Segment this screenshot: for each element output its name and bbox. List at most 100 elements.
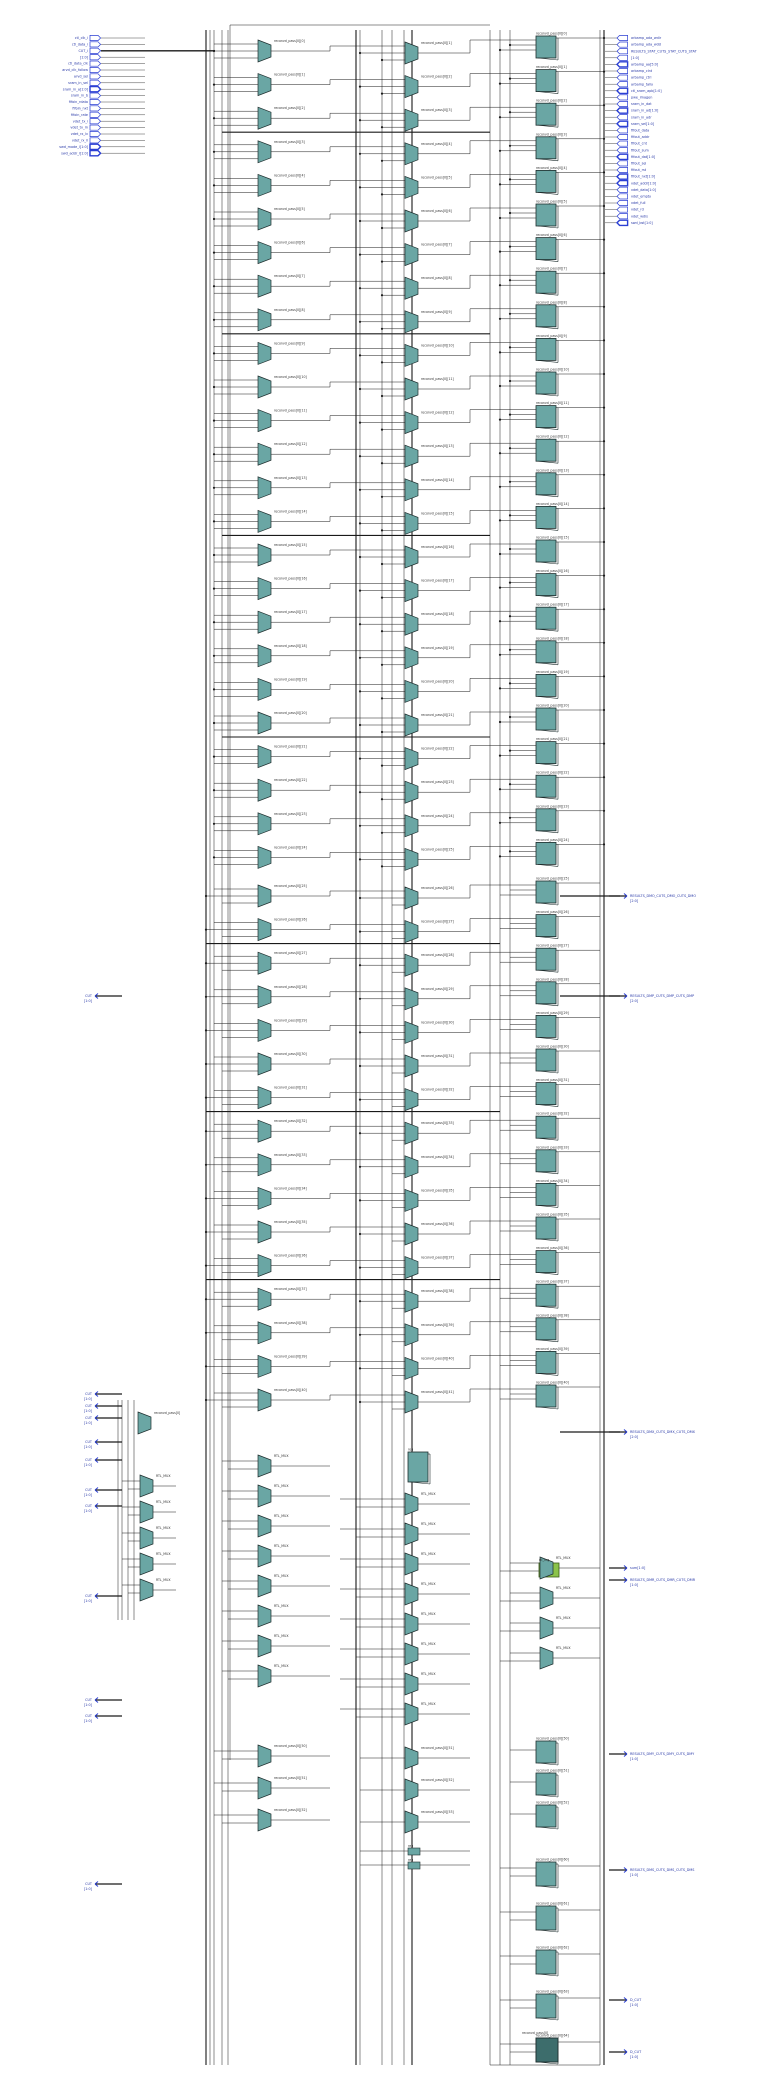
mux-block[interactable] xyxy=(404,847,419,871)
input-port[interactable] xyxy=(89,54,102,61)
mux-block[interactable] xyxy=(257,845,272,869)
register-block[interactable] xyxy=(535,35,557,59)
mux-block[interactable] xyxy=(539,1586,554,1610)
output-port[interactable] xyxy=(616,35,628,41)
mux-block[interactable] xyxy=(257,884,272,908)
mux-block[interactable] xyxy=(539,1616,554,1640)
mux-block[interactable] xyxy=(404,1054,419,1078)
register-block[interactable] xyxy=(535,573,557,596)
mux-block[interactable] xyxy=(257,1119,272,1143)
input-port[interactable] xyxy=(89,137,102,144)
output-port[interactable] xyxy=(616,200,628,206)
register-block[interactable] xyxy=(535,169,557,193)
mux-block[interactable] xyxy=(404,108,419,132)
register-block[interactable] xyxy=(535,539,557,563)
mux-block[interactable] xyxy=(257,476,272,500)
register-block[interactable] xyxy=(535,1384,557,1408)
mux-block[interactable] xyxy=(257,1544,272,1568)
output-port[interactable] xyxy=(616,74,628,81)
input-port[interactable] xyxy=(89,92,102,99)
mux-block[interactable] xyxy=(257,409,272,433)
output-port[interactable] xyxy=(616,134,628,140)
output-port[interactable] xyxy=(616,140,628,147)
mux-block[interactable] xyxy=(257,1153,272,1177)
register-block[interactable] xyxy=(535,1082,557,1105)
output-port[interactable] xyxy=(616,81,628,88)
register-block[interactable] xyxy=(535,914,557,937)
register-block[interactable] xyxy=(535,270,557,294)
register-block[interactable] xyxy=(535,371,557,395)
mux-block[interactable] xyxy=(257,1634,272,1658)
mux-block[interactable] xyxy=(404,679,419,703)
mux-block[interactable] xyxy=(404,1155,419,1179)
register-block[interactable] xyxy=(535,472,557,496)
mux-block[interactable] xyxy=(139,1526,154,1550)
mux-block[interactable] xyxy=(404,713,419,737)
register-block[interactable] xyxy=(535,1993,557,2019)
register-block[interactable] xyxy=(535,69,557,92)
output-port[interactable] xyxy=(616,153,629,161)
input-port[interactable] xyxy=(89,111,102,118)
input-port[interactable] xyxy=(89,105,102,112)
mux-block[interactable] xyxy=(404,1390,419,1414)
mux-block[interactable] xyxy=(404,987,419,1011)
mux-block[interactable] xyxy=(404,1492,419,1516)
register-block[interactable] xyxy=(407,1451,429,1483)
mux-block[interactable] xyxy=(404,142,419,166)
mux-block[interactable] xyxy=(404,1672,419,1696)
mux-block[interactable] xyxy=(257,644,272,668)
output-port[interactable] xyxy=(616,179,629,187)
mux-block[interactable] xyxy=(257,1484,272,1508)
mux-block[interactable] xyxy=(257,341,272,365)
mux-block[interactable] xyxy=(139,1552,154,1576)
mux-block[interactable] xyxy=(404,209,419,233)
output-port[interactable] xyxy=(616,120,629,128)
input-port[interactable] xyxy=(89,79,102,86)
register-block[interactable] xyxy=(535,741,557,764)
output-port[interactable] xyxy=(616,101,628,107)
small-reg-block[interactable] xyxy=(407,1861,421,1870)
output-port[interactable] xyxy=(616,160,628,167)
mux-block[interactable] xyxy=(257,543,272,567)
register-block[interactable] xyxy=(535,1149,557,1173)
mux-block[interactable] xyxy=(257,610,272,634)
mux-block[interactable] xyxy=(404,612,419,636)
mux-block[interactable] xyxy=(404,953,419,977)
mux-block[interactable] xyxy=(404,1702,419,1726)
final-register-block[interactable] xyxy=(535,2037,559,2063)
mux-block[interactable] xyxy=(404,1020,419,1044)
mux-block[interactable] xyxy=(139,1578,154,1602)
register-block[interactable] xyxy=(535,1317,557,1341)
mux-block[interactable] xyxy=(404,1256,419,1280)
input-port[interactable] xyxy=(89,149,102,157)
register-block[interactable] xyxy=(535,774,557,798)
mux-block[interactable] xyxy=(257,1388,272,1412)
register-block[interactable] xyxy=(535,842,557,865)
output-port[interactable] xyxy=(616,68,628,74)
mux-block[interactable] xyxy=(404,1356,419,1380)
mux-block[interactable] xyxy=(257,442,272,466)
mux-block[interactable] xyxy=(257,1574,272,1598)
mux-block[interactable] xyxy=(404,75,419,99)
mux-block[interactable] xyxy=(257,308,272,332)
register-block[interactable] xyxy=(535,1905,557,1931)
output-port[interactable] xyxy=(616,114,628,121)
output-port[interactable] xyxy=(616,87,629,95)
mux-block[interactable] xyxy=(404,1642,419,1666)
output-port[interactable] xyxy=(616,127,628,134)
mux-block[interactable] xyxy=(257,1321,272,1345)
output-port[interactable] xyxy=(616,219,629,227)
input-port[interactable] xyxy=(89,35,102,41)
mux-block[interactable] xyxy=(257,207,272,231)
mux-block[interactable] xyxy=(257,1514,272,1538)
input-port[interactable] xyxy=(89,118,102,125)
mux-block[interactable] xyxy=(257,677,272,701)
mux-block[interactable] xyxy=(404,1121,419,1145)
mux-block[interactable] xyxy=(257,1664,272,1688)
mux-block[interactable] xyxy=(404,310,419,334)
output-port[interactable] xyxy=(616,48,628,55)
register-block[interactable] xyxy=(535,808,557,832)
mux-block[interactable] xyxy=(404,1582,419,1606)
mux-block[interactable] xyxy=(404,780,419,804)
register-block[interactable] xyxy=(535,947,557,971)
